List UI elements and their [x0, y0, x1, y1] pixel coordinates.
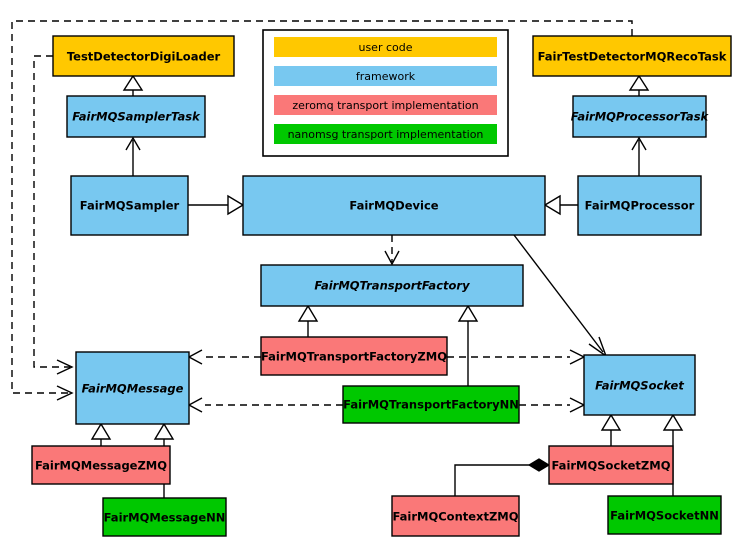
edge-sampler-to-samplertask [125, 136, 141, 176]
node-box[interactable] [607, 495, 722, 535]
node-fairmqtransportfactorynn[interactable]: FairMQTransportFactoryNN [342, 385, 520, 424]
node-fairmqdevice[interactable]: FairMQDevice [242, 175, 546, 236]
node-testdetectordigiloader[interactable]: TestDetectorDigiLoader [52, 35, 235, 77]
edge-sampler-to-device [188, 194, 245, 216]
edge-device-to-socket [513, 234, 608, 358]
node-label: FairMQSampler [80, 199, 180, 213]
node-label: TestDetectorDigiLoader [67, 50, 221, 64]
node-fairmqsocket[interactable]: FairMQSocket [583, 354, 696, 416]
edge-socketzmq-to-socket [600, 413, 622, 446]
node-fairmqtransportfactoryzmq[interactable]: FairMQTransportFactoryZMQ [260, 336, 448, 376]
node-label: FairMQTransportFactoryNN [343, 398, 519, 412]
node-box[interactable] [75, 351, 190, 425]
edge-processortask-to-recotask [628, 74, 650, 96]
node-box[interactable] [577, 175, 702, 236]
node-box[interactable] [102, 497, 227, 537]
node-fairmqmessage[interactable]: FairMQMessage [75, 351, 190, 425]
node-label: FairTestDetectorMQRecoTask [538, 50, 727, 64]
node-label: FairMQMessageZMQ [35, 459, 167, 473]
legend-label-framework: framework [356, 70, 416, 83]
legend-swatch-zeromq [274, 95, 497, 115]
node-label: FairMQDevice [349, 199, 438, 213]
edge-factoryzmq-to-message [187, 349, 261, 365]
edge-socketzmq-composition-contextzmq [454, 458, 551, 496]
node-label: FairMQTransportFactory [314, 279, 470, 293]
node-box[interactable] [70, 175, 189, 236]
legend-swatch-nanomsg [274, 124, 497, 144]
node-fairmqprocessor[interactable]: FairMQProcessor [577, 175, 702, 236]
edge-processor-to-processortask [631, 136, 647, 176]
legend: user code framework zeromq transport imp… [262, 29, 509, 157]
edge-messagezmq-to-message [90, 422, 112, 446]
node-box[interactable] [260, 264, 524, 307]
node-fairmqtransportfactory[interactable]: FairMQTransportFactory [260, 264, 524, 307]
legend-label-nanomsg: nanomsg transport implementation [288, 128, 484, 141]
edge-factorynn-to-factory [457, 304, 479, 386]
node-label: FairMQSocket [595, 379, 684, 393]
node-box[interactable] [260, 336, 448, 376]
edge-factorynn-to-message [187, 397, 343, 413]
edge-layer [11, 20, 684, 498]
legend-swatch-framework [274, 66, 497, 86]
node-fairmqsampler[interactable]: FairMQSampler [70, 175, 189, 236]
node-box[interactable] [242, 175, 546, 236]
node-box[interactable] [583, 354, 696, 416]
node-fairmqcontextzmq[interactable]: FairMQContextZMQ [391, 495, 520, 537]
node-label: FairMQSocketZMQ [552, 459, 671, 473]
legend-label-zeromq: zeromq transport implementation [292, 99, 478, 112]
node-label: FairMQProcessorTask [571, 110, 710, 124]
edge-digiloader-to-message [33, 55, 74, 375]
node-box[interactable] [572, 95, 707, 138]
node-box[interactable] [66, 95, 206, 138]
node-fairmqprocessortask[interactable]: FairMQProcessorTask [571, 95, 710, 138]
node-box[interactable] [52, 35, 235, 77]
edge-factoryzmq-to-factory [297, 304, 319, 337]
edge-device-to-transportfactory [384, 235, 400, 266]
node-box[interactable] [391, 495, 520, 537]
node-fairtestdetectormqrecotask[interactable]: FairTestDetectorMQRecoTask [532, 35, 732, 77]
edge-processor-to-device [543, 194, 578, 216]
node-fairmqsamplertask[interactable]: FairMQSamplerTask [66, 95, 206, 138]
edge-recotask-to-message [11, 20, 633, 401]
node-fairmqmessagezmq[interactable]: FairMQMessageZMQ [31, 445, 171, 485]
node-label: FairMQSocketNN [610, 509, 719, 523]
node-label: FairMQSamplerTask [72, 110, 201, 124]
node-box[interactable] [342, 385, 520, 424]
node-label: FairMQMessageNN [104, 511, 226, 525]
edge-samplertask-to-digiloader [122, 74, 144, 96]
node-label: FairMQMessage [82, 382, 184, 396]
node-box[interactable] [548, 445, 674, 485]
node-fairmqsocketzmq[interactable]: FairMQSocketZMQ [548, 445, 674, 485]
node-layer: TestDetectorDigiLoader FairMQSamplerTask… [31, 35, 732, 537]
node-label: FairMQTransportFactoryZMQ [261, 350, 447, 364]
edge-factorynn-to-socket [519, 397, 586, 413]
legend-swatch-user-code [274, 37, 497, 57]
node-label: FairMQContextZMQ [392, 510, 518, 524]
legend-label-user-code: user code [358, 41, 412, 54]
node-fairmqsocketnn[interactable]: FairMQSocketNN [607, 495, 722, 535]
node-box[interactable] [31, 445, 171, 485]
node-fairmqmessagenn[interactable]: FairMQMessageNN [102, 497, 227, 537]
node-label: FairMQProcessor [585, 199, 695, 213]
node-box[interactable] [532, 35, 732, 77]
